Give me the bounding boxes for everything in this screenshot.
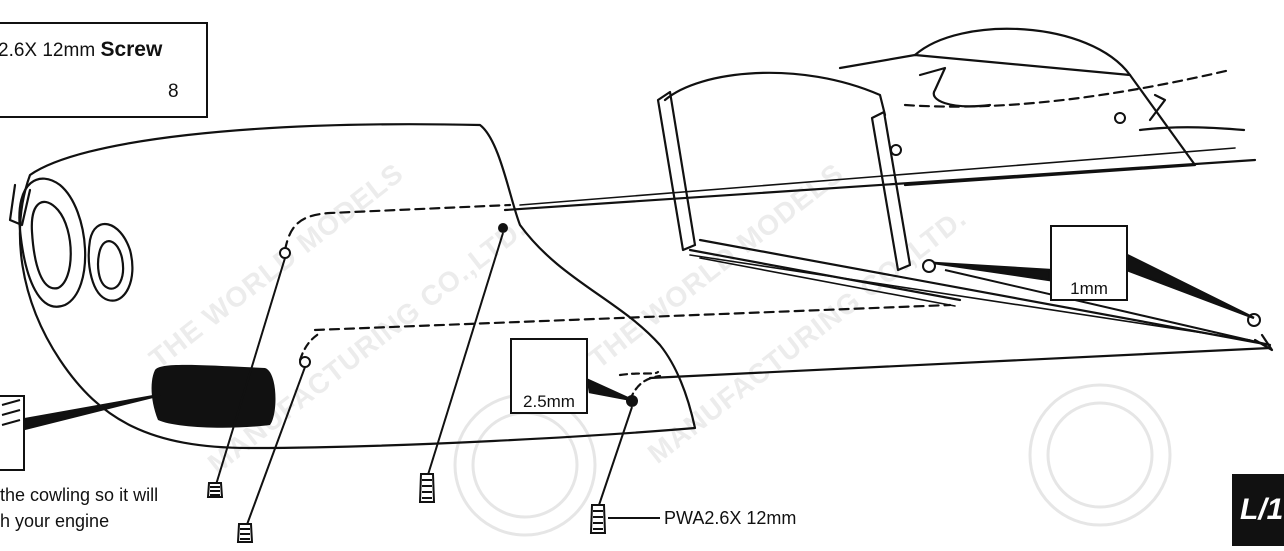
cockpit-rear-curve — [1138, 126, 1246, 132]
cutout-leader — [18, 393, 161, 432]
fuselage-bottom-line — [648, 346, 1272, 380]
mount-hole-4 — [922, 259, 936, 273]
cockpit-rear-hook — [1148, 93, 1167, 122]
frame-rail-bottom — [688, 248, 962, 302]
fuselage-dashed-line-2 — [618, 370, 660, 377]
screw-icon-2 — [236, 523, 254, 543]
drill-leader-small — [586, 377, 633, 402]
cockpit-dashed-edge — [903, 68, 1232, 108]
cockpit-cutout — [918, 66, 992, 108]
screw-line-3 — [426, 232, 504, 479]
screw-icon-3 — [418, 473, 436, 503]
cockpit-deck — [838, 53, 1197, 187]
drill-size-small: 2.5mm — [523, 392, 575, 411]
screw-icon-1 — [206, 482, 224, 498]
screw-line-1 — [214, 257, 286, 489]
cowling-air-intake — [87, 222, 134, 302]
cowling-front-ring-inner — [30, 200, 72, 290]
hardware-screw-title: 2.6X 12mm Screw — [0, 38, 163, 61]
cockpit-canopy — [663, 71, 887, 117]
mount-hole-2 — [299, 356, 311, 368]
screw-line-2 — [244, 366, 306, 531]
cowling-dashed-side — [298, 331, 322, 362]
page-badge: L/1 — [1232, 474, 1284, 546]
mount-hole-1 — [279, 247, 291, 259]
screw-icon-4 — [589, 504, 607, 534]
watermark-seal-right — [1028, 383, 1172, 527]
frame-rail-bottom-2 — [699, 257, 956, 307]
drill-box-small: 2.5mm — [510, 338, 588, 414]
cowling-note-line-2: h your engine — [0, 511, 110, 531]
hardware-screw-box: 2.6X 12mm Screw 8 — [0, 22, 208, 118]
screw-spec-label: PWA2.6X 12mm — [664, 508, 797, 528]
cowling-nose-lip — [8, 183, 32, 227]
watermark-seal-left — [453, 393, 597, 537]
cowling-dashed-top — [283, 203, 512, 252]
cowling-note-line-1: the cowling so it will — [0, 485, 159, 505]
drill-box-large: 1mm — [1050, 225, 1128, 301]
frame-rail-right — [870, 110, 912, 272]
drill-leader-large-right — [1125, 252, 1255, 320]
mount-hole-7 — [890, 144, 902, 156]
cutout-detail-thumbnail — [0, 395, 25, 471]
hardware-screw-count: 8 — [168, 81, 179, 102]
cockpit-rear-dome — [913, 27, 1132, 77]
frame-rail-left — [656, 90, 697, 252]
cowling-front-ring-outer — [18, 177, 87, 308]
drill-size-large: 1mm — [1070, 279, 1108, 298]
fuselage-dashed-line — [313, 303, 952, 332]
fuselage-top-line-2 — [519, 147, 1236, 206]
screw-line-4 — [597, 406, 633, 509]
tail-line — [944, 269, 1271, 346]
fuselage-chine-line — [689, 254, 1251, 341]
mount-hole-3 — [498, 223, 508, 233]
fuselage-mid-line — [698, 238, 1272, 347]
cowling-cutout-area — [151, 364, 276, 428]
mount-hole-6 — [1114, 112, 1126, 124]
fuselage-top-line — [503, 158, 1257, 212]
cowling-air-intake-inner — [97, 240, 125, 290]
cowling-outline — [18, 123, 697, 450]
